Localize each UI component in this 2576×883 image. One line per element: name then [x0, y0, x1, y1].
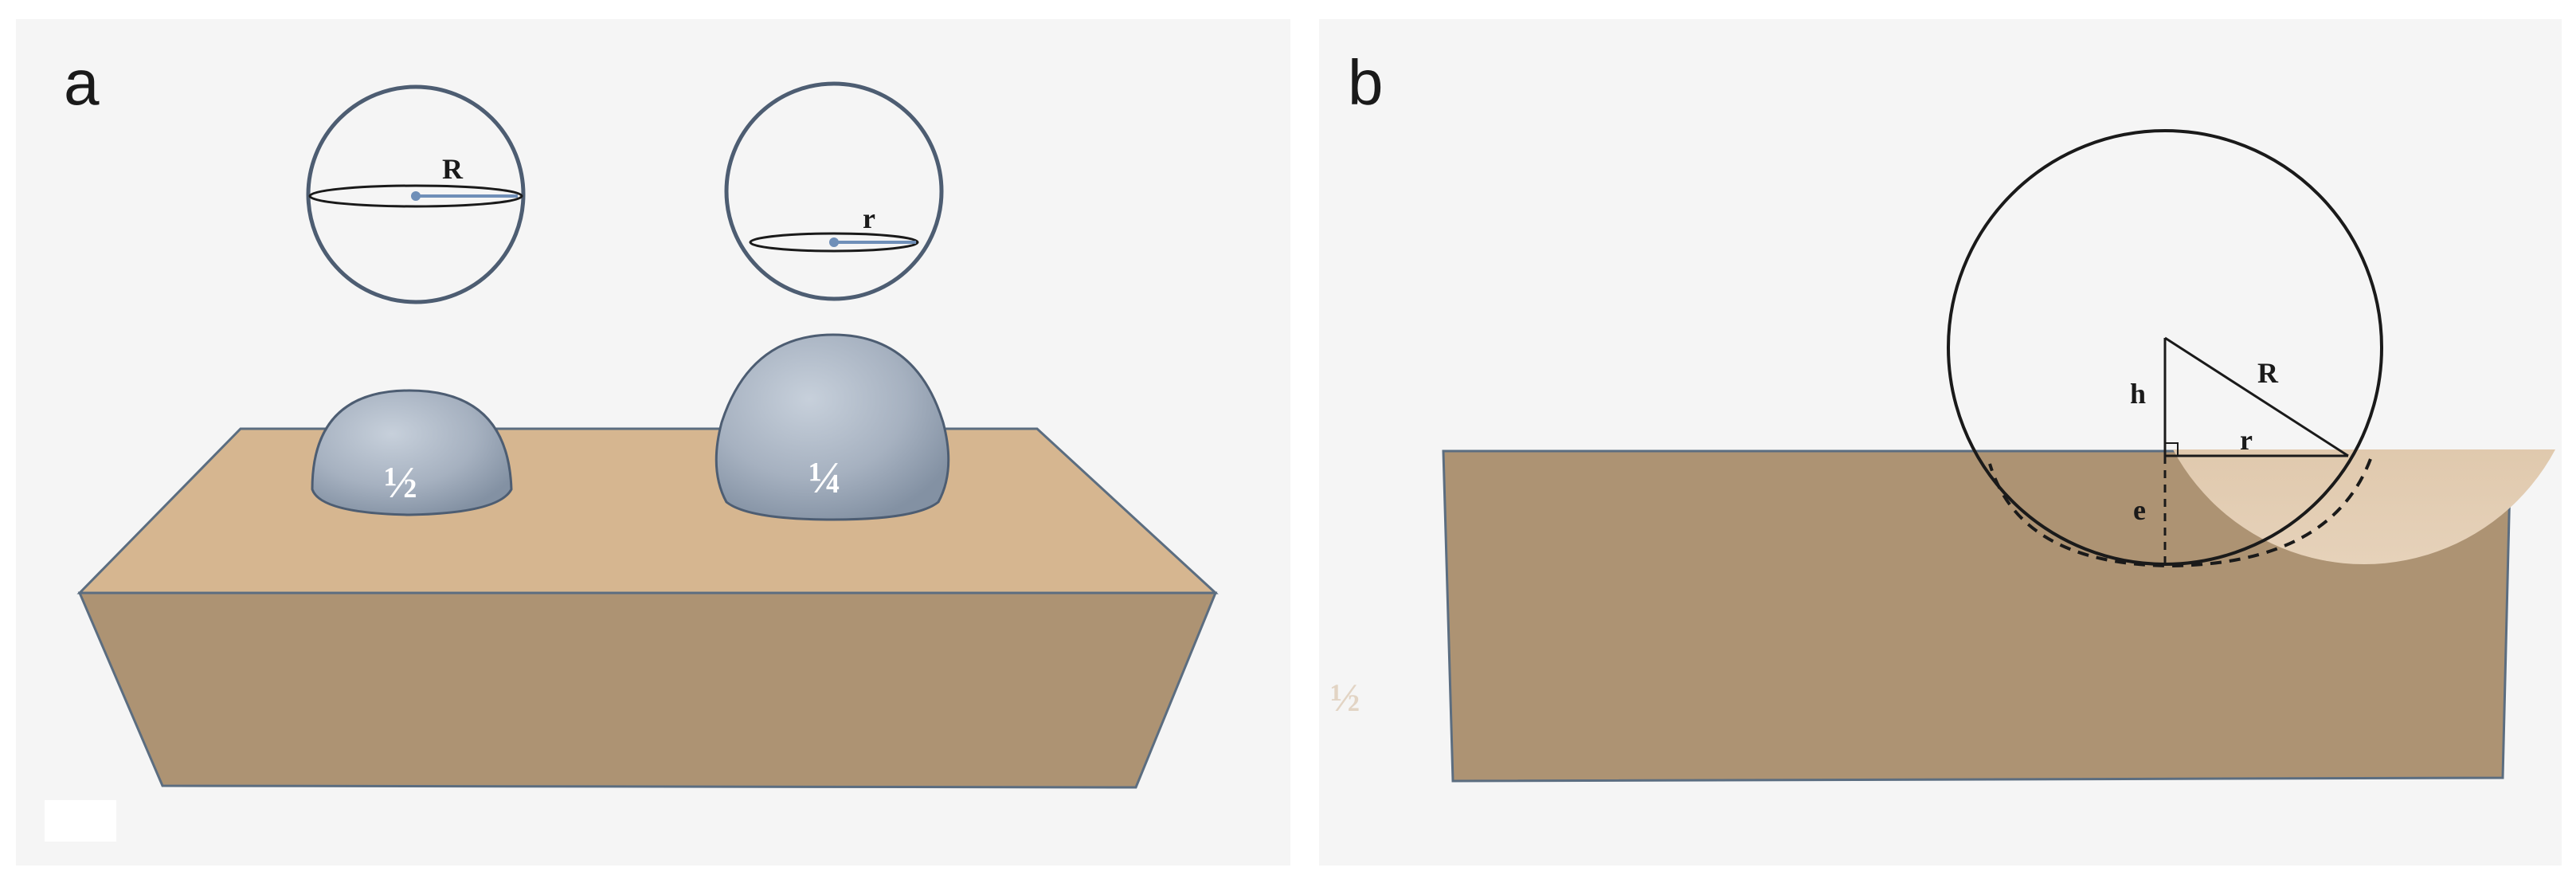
panel-b-letter: b: [1348, 47, 1384, 118]
panel-a-diagram: R r ½ ¼: [45, 81, 1219, 842]
hemisphere-cap-half: [311, 389, 513, 516]
panel-a-letter: a: [64, 47, 100, 118]
label-h: h: [2130, 378, 2146, 410]
sphere-small-label: r: [863, 202, 875, 234]
bowl-region: [2173, 449, 2555, 564]
block: [76, 427, 1219, 789]
panel-a: a R r: [16, 19, 1290, 865]
panel-b-diagram: h R r e ½: [1330, 129, 2555, 783]
sphere-cap-quarter: [714, 333, 950, 521]
cap-quarter-label: ¼: [808, 453, 842, 503]
right-triangle: [2163, 336, 2349, 564]
label-R: R: [2257, 357, 2279, 389]
cap-half-label: ½: [384, 458, 417, 508]
dashed-arc: [1988, 458, 2372, 568]
corner-mark: [45, 800, 116, 842]
sphere-large-wire: [306, 84, 526, 304]
sphere-small-wire: [724, 81, 944, 301]
panel-b: b h R r e: [1319, 19, 2562, 865]
sphere-large-label: R: [442, 153, 464, 185]
block-front: [1442, 449, 2512, 783]
label-r: r: [2240, 424, 2253, 456]
faint-left-mark: ½: [1330, 675, 1360, 720]
label-e: e: [2133, 494, 2146, 526]
